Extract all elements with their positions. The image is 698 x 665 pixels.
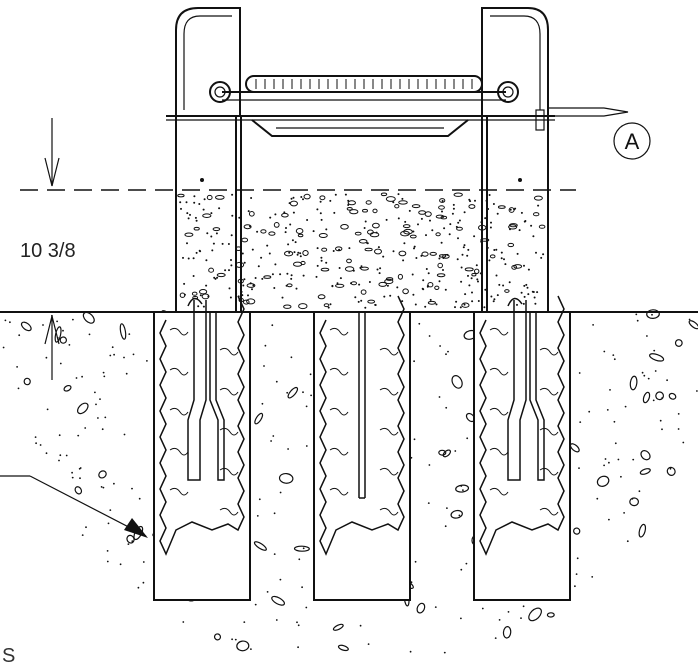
- callout-letter: A: [625, 129, 640, 154]
- dimension-annotation: 10 3/8: [0, 118, 698, 380]
- grate-bars: [255, 79, 473, 89]
- concrete-speckle: [177, 178, 546, 310]
- footing-1: [153, 295, 251, 601]
- leader-line: [0, 475, 148, 538]
- footing-3: [473, 295, 571, 601]
- callout-a: A: [613, 122, 651, 160]
- dimension-label: 10 3/8: [20, 240, 76, 262]
- footings: [153, 295, 571, 601]
- top-assembly: [166, 7, 629, 137]
- edge-letter: S: [2, 645, 15, 665]
- concrete-pad: [175, 115, 549, 313]
- post-left: [235, 116, 242, 312]
- post-right: [481, 116, 488, 312]
- footing-2: [313, 295, 411, 601]
